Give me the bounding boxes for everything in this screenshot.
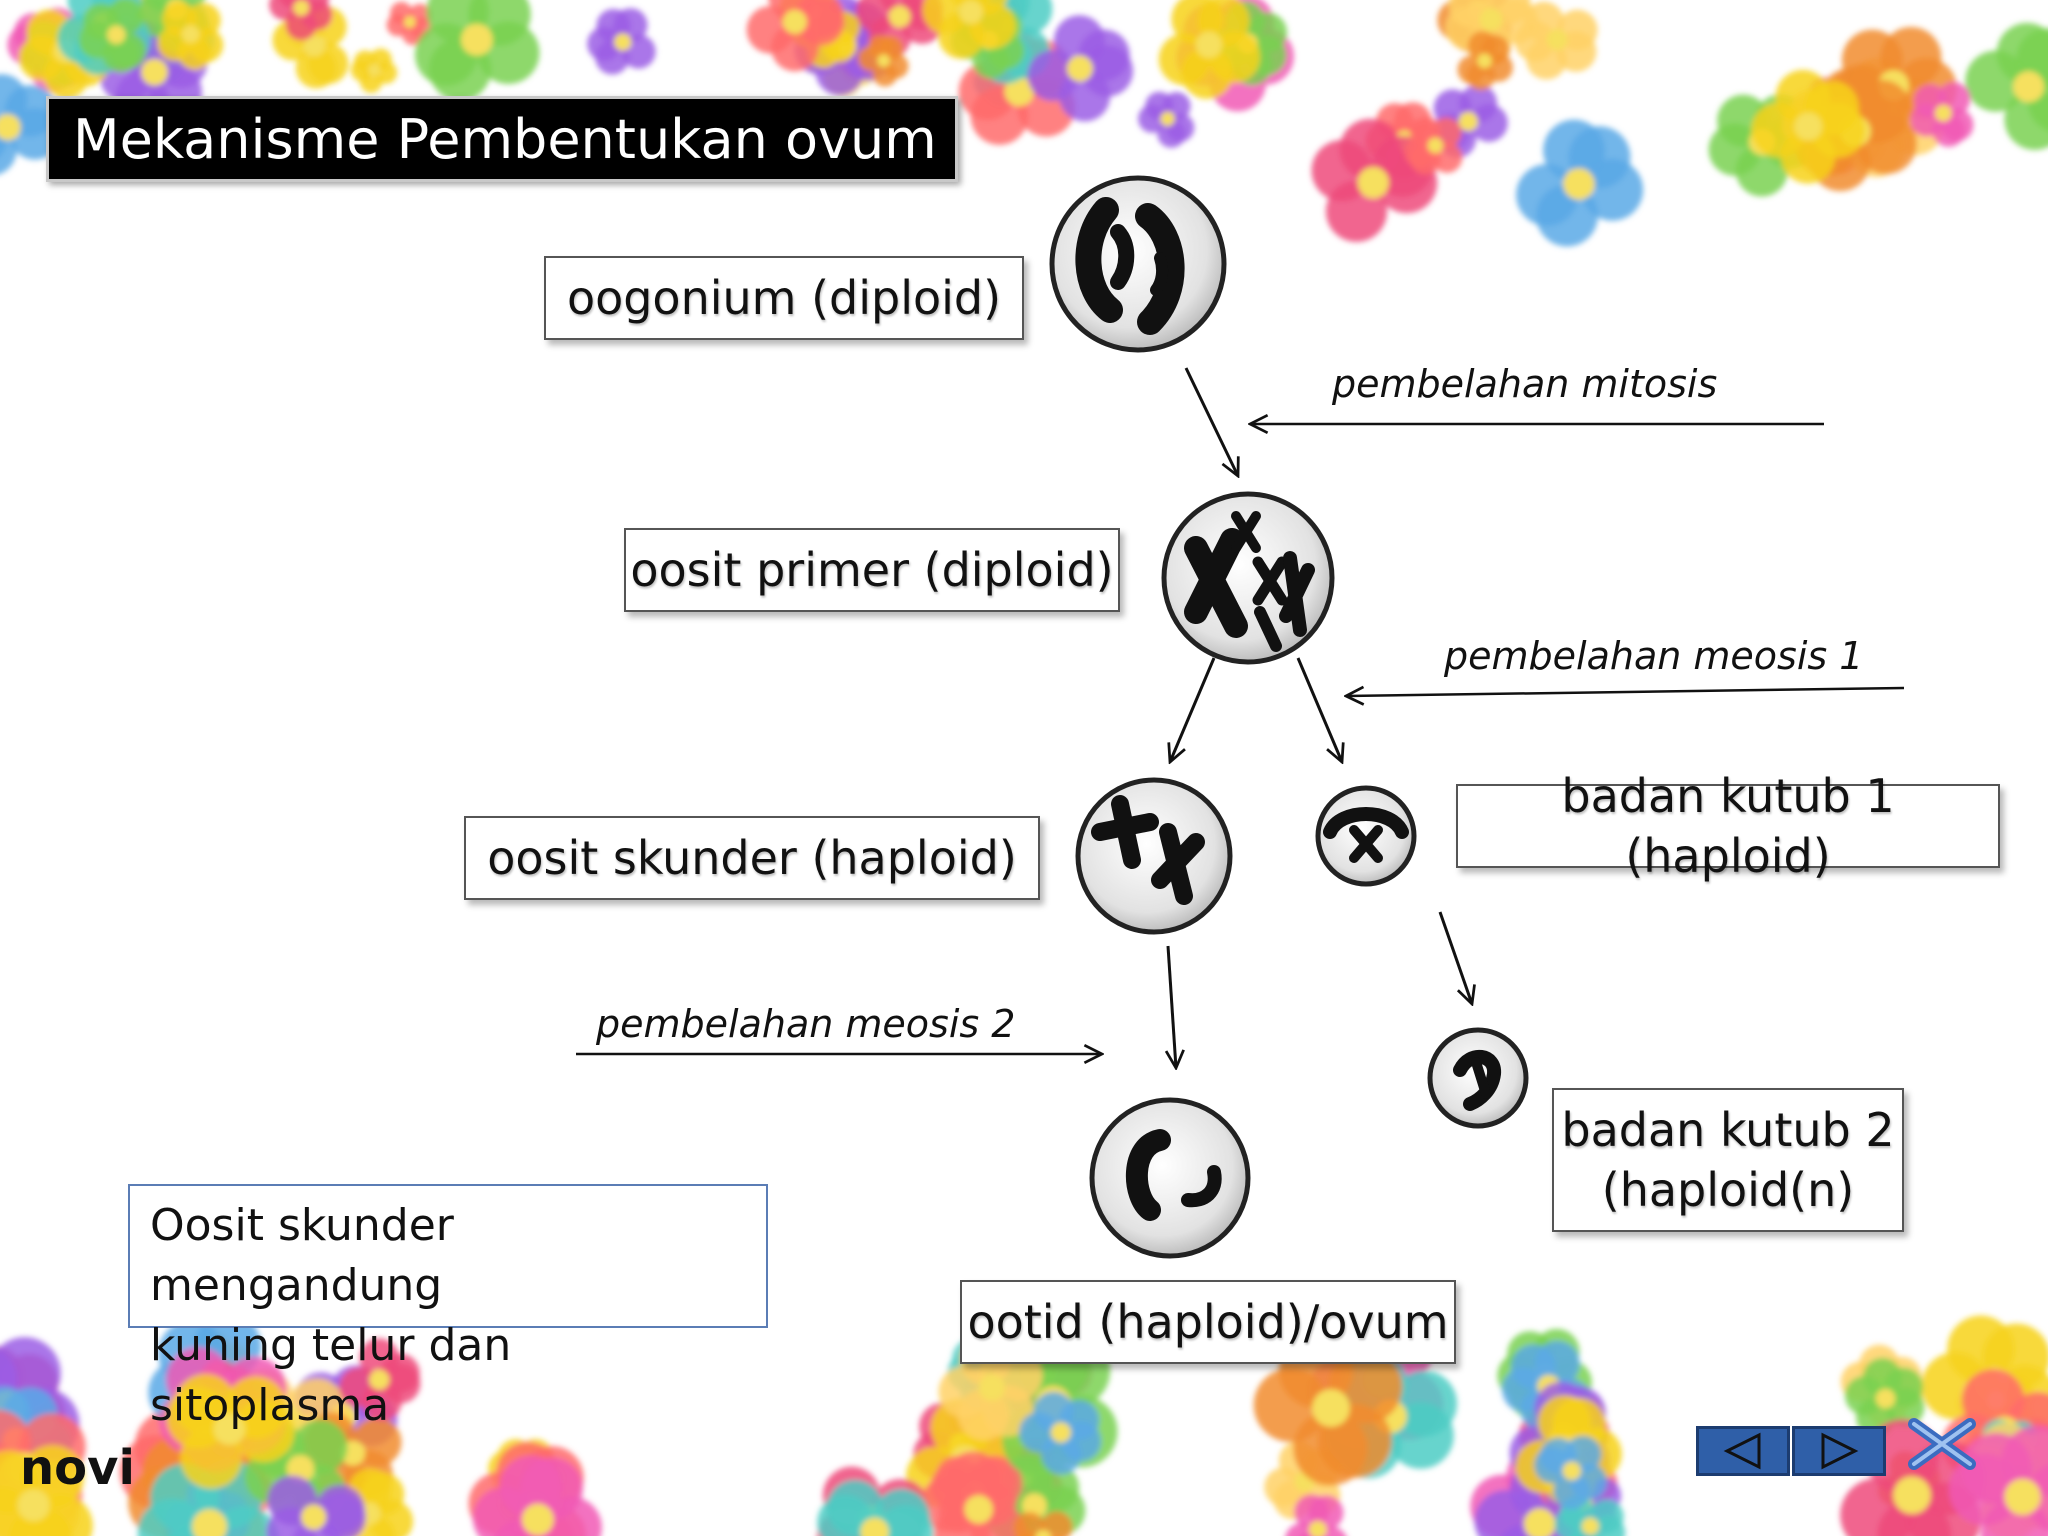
- arrow-kutub1-to-kutub2: [1438, 911, 1472, 1004]
- label-badan-kutub-2-line1: badan kutub 2: [1561, 1103, 1895, 1157]
- close-icon: [1908, 1418, 1976, 1470]
- oosit-skunder-cell: [1075, 777, 1233, 935]
- slide-title: Mekanisme Pembentukan ovum: [73, 108, 937, 171]
- process-meosis-1: pembelahan meosis 1: [1444, 634, 1864, 678]
- process-mitosis: pembelahan mitosis: [1332, 362, 1718, 406]
- label-oosit-primer-text: oosit primer (diploid): [630, 543, 1114, 597]
- label-ootid: ootid (haploid)/ovum: [960, 1280, 1456, 1364]
- oosit-primer-cell: [1161, 491, 1335, 665]
- arrow-oogonium-to-oosit-primer: [1184, 367, 1238, 476]
- arrow-meosis1-pointer: [1346, 688, 1905, 696]
- label-badan-kutub-2-line2: (haploid(n): [1601, 1163, 1855, 1217]
- arrow-primer-to-skunder: [1170, 657, 1216, 762]
- title-bar: Mekanisme Pembentukan ovum: [46, 96, 958, 182]
- ootid-cell: [1089, 1097, 1251, 1259]
- label-badan-kutub-1: badan kutub 1 (haploid): [1456, 769, 2000, 883]
- label-ootid-text: ootid (haploid)/ovum: [967, 1295, 1449, 1349]
- label-oogonium-text: oogonium (diploid): [566, 271, 1002, 325]
- badan-kutub-2-cell: [1427, 1027, 1529, 1129]
- label-oosit-skunder: oosit skunder (haploid): [464, 816, 1040, 900]
- label-badan-kutub-2: badan kutub 2 (haploid(n): [1552, 1088, 1904, 1232]
- previous-button[interactable]: [1696, 1426, 1790, 1476]
- label-oogonium: oogonium (diploid): [544, 256, 1024, 340]
- badan-kutub-1-cell: [1315, 785, 1417, 887]
- label-oosit-skunder-text: oosit skunder (haploid): [487, 831, 1017, 885]
- note-line-2: kuning telur dan sitoplasma: [150, 1320, 512, 1431]
- arrow-primer-to-badan-kutub-1: [1296, 657, 1342, 762]
- note-box: Oosit skunder mengandung kuning telur da…: [128, 1184, 768, 1431]
- triangle-right-icon: [1821, 1432, 1859, 1470]
- process-meosis-2: pembelahan meosis 2: [596, 1002, 1016, 1046]
- note-line-1: Oosit skunder mengandung: [150, 1200, 454, 1311]
- arrow-skunder-to-ootid: [1168, 945, 1176, 1068]
- close-button[interactable]: [1906, 1414, 1980, 1474]
- triangle-left-icon: [1723, 1432, 1761, 1470]
- label-oosit-primer: oosit primer (diploid): [624, 528, 1120, 612]
- author-label: novi: [20, 1440, 135, 1496]
- oogonium-cell: [1049, 175, 1227, 353]
- label-badan-kutub-1-text: badan kutub 1 (haploid): [1561, 769, 1895, 883]
- next-button[interactable]: [1792, 1426, 1886, 1476]
